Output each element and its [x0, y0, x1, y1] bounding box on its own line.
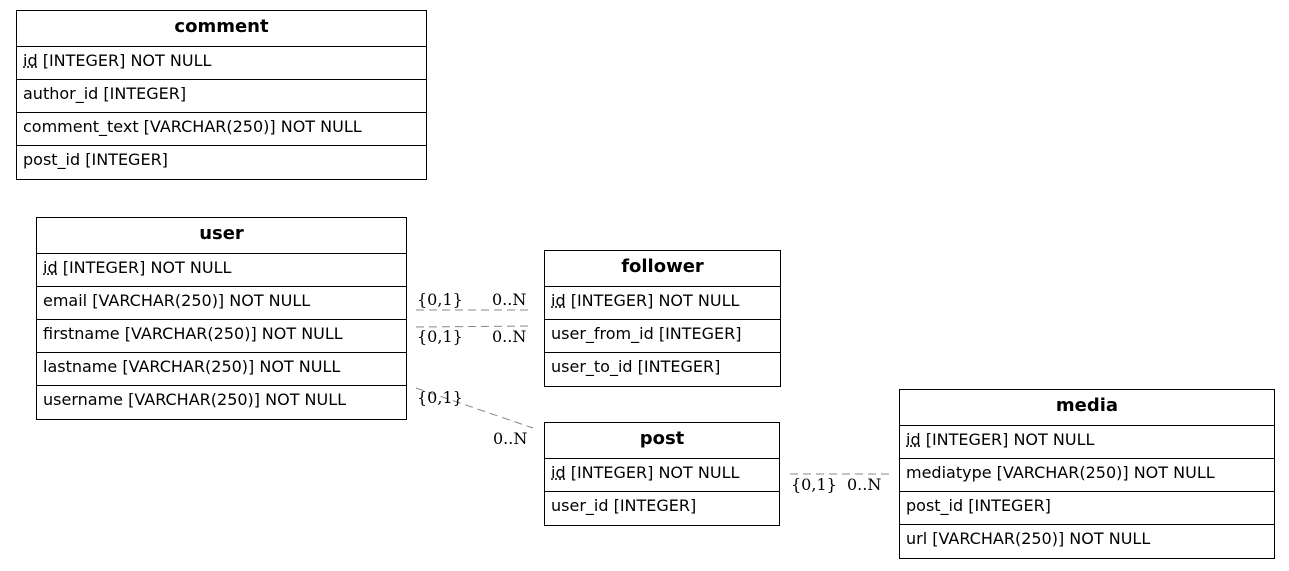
- entity-title: post: [545, 423, 779, 459]
- column-text: comment_text [VARCHAR(250)] NOT NULL: [23, 117, 362, 136]
- entity-media[interactable]: media id [INTEGER] NOT NULL mediatype [V…: [899, 389, 1275, 559]
- column-text: [INTEGER] NOT NULL: [57, 258, 232, 277]
- column-row: id [INTEGER] NOT NULL: [545, 287, 780, 320]
- cardinality-label: 0..N: [493, 429, 527, 448]
- column-row: username [VARCHAR(250)] NOT NULL: [37, 386, 406, 419]
- relationship-user-follower-1: {0,1} 0..N: [416, 290, 533, 311]
- primary-key: id: [43, 258, 58, 277]
- cardinality-label: {0,1}: [417, 327, 463, 346]
- column-text: firstname [VARCHAR(250)] NOT NULL: [43, 324, 343, 343]
- column-text: post_id [INTEGER]: [23, 150, 168, 169]
- entity-title: follower: [545, 251, 780, 287]
- column-text: [INTEGER] NOT NULL: [37, 51, 212, 70]
- column-text: post_id [INTEGER]: [906, 496, 1051, 515]
- primary-key: id: [906, 430, 921, 449]
- entity-post[interactable]: post id [INTEGER] NOT NULL user_id [INTE…: [544, 422, 780, 526]
- entity-follower[interactable]: follower id [INTEGER] NOT NULL user_from…: [544, 250, 781, 387]
- entity-comment[interactable]: comment id [INTEGER] NOT NULL author_id …: [16, 10, 427, 180]
- column-row: mediatype [VARCHAR(250)] NOT NULL: [900, 459, 1274, 492]
- column-row: id [INTEGER] NOT NULL: [900, 426, 1274, 459]
- column-text: username [VARCHAR(250)] NOT NULL: [43, 390, 347, 409]
- column-row: id [INTEGER] NOT NULL: [37, 254, 406, 287]
- entity-user[interactable]: user id [INTEGER] NOT NULL email [VARCHA…: [36, 217, 407, 420]
- entity-title: media: [900, 390, 1274, 426]
- column-row: post_id [INTEGER]: [900, 492, 1274, 525]
- column-row: author_id [INTEGER]: [17, 80, 426, 113]
- primary-key: id: [551, 291, 566, 310]
- cardinality-label: {0,1}: [791, 475, 837, 494]
- cardinality-label: {0,1}: [417, 388, 463, 407]
- relationship-user-follower-2: {0,1} 0..N: [415, 325, 534, 346]
- column-text: user_to_id [INTEGER]: [551, 357, 721, 376]
- cardinality-label: {0,1}: [417, 290, 463, 309]
- cardinality-label: 0..N: [847, 475, 881, 494]
- primary-key: id: [551, 463, 566, 482]
- column-text: email [VARCHAR(250)] NOT NULL: [43, 291, 311, 310]
- column-text: [INTEGER] NOT NULL: [565, 291, 740, 310]
- cardinality-label: 0..N: [492, 327, 526, 346]
- column-text: [INTEGER] NOT NULL: [565, 463, 740, 482]
- column-row: email [VARCHAR(250)] NOT NULL: [37, 287, 406, 320]
- cardinality-label: 0..N: [492, 290, 526, 309]
- column-row: post_id [INTEGER]: [17, 146, 426, 179]
- column-row: user_id [INTEGER]: [545, 492, 779, 525]
- column-row: lastname [VARCHAR(250)] NOT NULL: [37, 353, 406, 386]
- column-text: user_from_id [INTEGER]: [551, 324, 742, 343]
- column-text: mediatype [VARCHAR(250)] NOT NULL: [906, 463, 1215, 482]
- column-row: url [VARCHAR(250)] NOT NULL: [900, 525, 1274, 558]
- column-row: comment_text [VARCHAR(250)] NOT NULL: [17, 113, 426, 146]
- primary-key: id: [23, 51, 38, 70]
- entity-title: user: [37, 218, 406, 254]
- relationship-user-post: {0,1} 0..N: [415, 387, 534, 448]
- column-row: user_to_id [INTEGER]: [545, 353, 780, 386]
- column-text: user_id [INTEGER]: [551, 496, 697, 515]
- entity-title: comment: [17, 11, 426, 47]
- column-text: author_id [INTEGER]: [23, 84, 187, 103]
- column-row: id [INTEGER] NOT NULL: [17, 47, 426, 80]
- relationship-post-media: {0,1} 0..N: [790, 473, 889, 494]
- column-row: id [INTEGER] NOT NULL: [545, 459, 779, 492]
- column-text: [INTEGER] NOT NULL: [920, 430, 1095, 449]
- column-text: lastname [VARCHAR(250)] NOT NULL: [43, 357, 341, 376]
- column-text: url [VARCHAR(250)] NOT NULL: [906, 529, 1151, 548]
- column-row: user_from_id [INTEGER]: [545, 320, 780, 353]
- column-row: firstname [VARCHAR(250)] NOT NULL: [37, 320, 406, 353]
